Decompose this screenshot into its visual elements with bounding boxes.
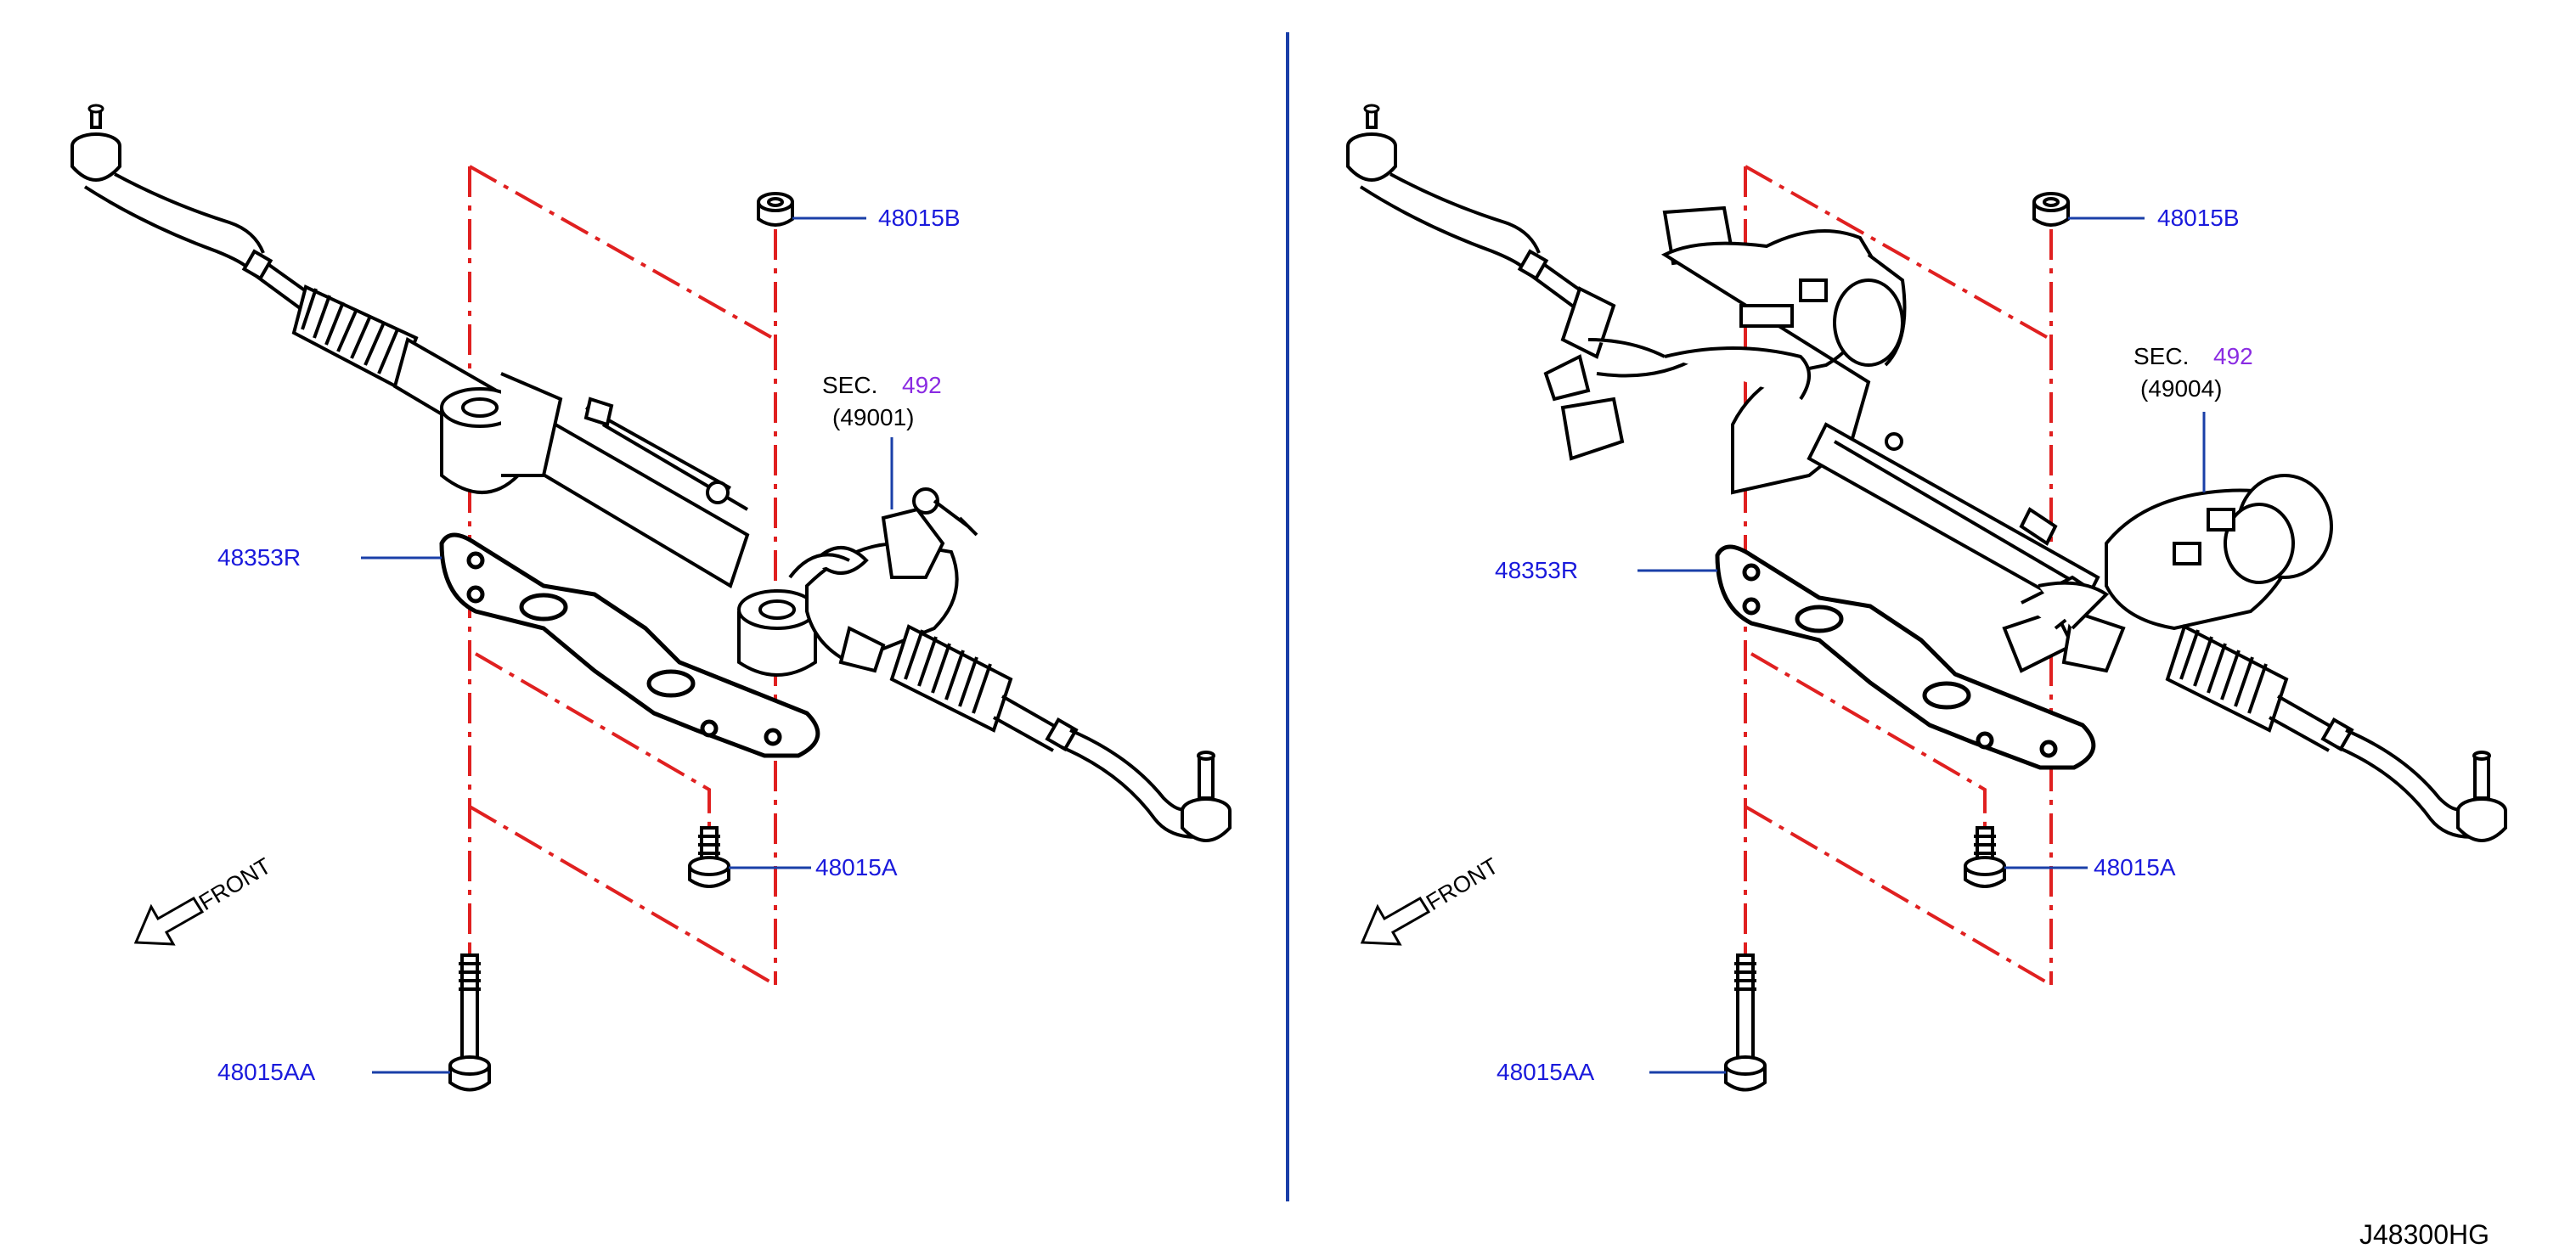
left-mount-bushing-left: [440, 372, 563, 494]
left-boot-right: [889, 624, 1013, 733]
right-leader-lines: [1637, 217, 2206, 1074]
right-label-bolt-short: 48015A: [2094, 854, 2176, 880]
left-label-sec-prefix: SEC.: [822, 372, 878, 398]
right-front-arrow-icon: [1360, 896, 1431, 946]
right-boot-right: [2165, 624, 2289, 733]
diagram-id: J48300HG: [2359, 1219, 2489, 1250]
left-mount-bushing-right: [737, 589, 817, 677]
right-bolt-long: [1724, 953, 1767, 1092]
right-panel: [1346, 104, 2507, 1092]
right-bolt-short: [1964, 826, 2006, 888]
left-tie-rod-end-left: [70, 104, 316, 314]
right-gear-housing: [2002, 474, 2333, 673]
left-boot-left: [291, 284, 419, 390]
left-label-nut: 48015B: [878, 205, 961, 231]
left-bracket: [439, 532, 820, 758]
left-front-arrow-icon: [133, 896, 205, 946]
right-label-sec-part: (49004): [2140, 375, 2223, 402]
right-tie-rod-end-left: [1346, 104, 1592, 314]
left-nut: [757, 192, 794, 227]
right-label-bracket: 48353R: [1495, 557, 1579, 583]
left-label-bracket: 48353R: [217, 544, 302, 571]
right-bracket: [1715, 544, 2096, 770]
right-tie-rod-end-right: [2269, 695, 2507, 842]
left-bolt-short: [688, 826, 730, 888]
left-label-bolt-short: 48015A: [815, 854, 898, 880]
right-nut: [2032, 192, 2070, 227]
right-label-sec-prefix: SEC.: [2134, 343, 2190, 369]
right-rack-housing: [1807, 422, 2100, 614]
left-panel: [70, 104, 1232, 1092]
right-label-nut: 48015B: [2157, 205, 2240, 231]
left-tie-rod-end-right: [993, 695, 1232, 842]
left-bolt-long: [448, 953, 491, 1092]
left-label-bolt-long: 48015AA: [217, 1059, 316, 1085]
right-label-bolt-long: 48015AA: [1497, 1059, 1595, 1085]
left-label-sec-part: (49001): [832, 404, 915, 430]
right-label-sec-number: 492: [2213, 343, 2253, 369]
left-leader-lines: [361, 217, 893, 1074]
left-label-sec-number: 492: [902, 372, 942, 398]
